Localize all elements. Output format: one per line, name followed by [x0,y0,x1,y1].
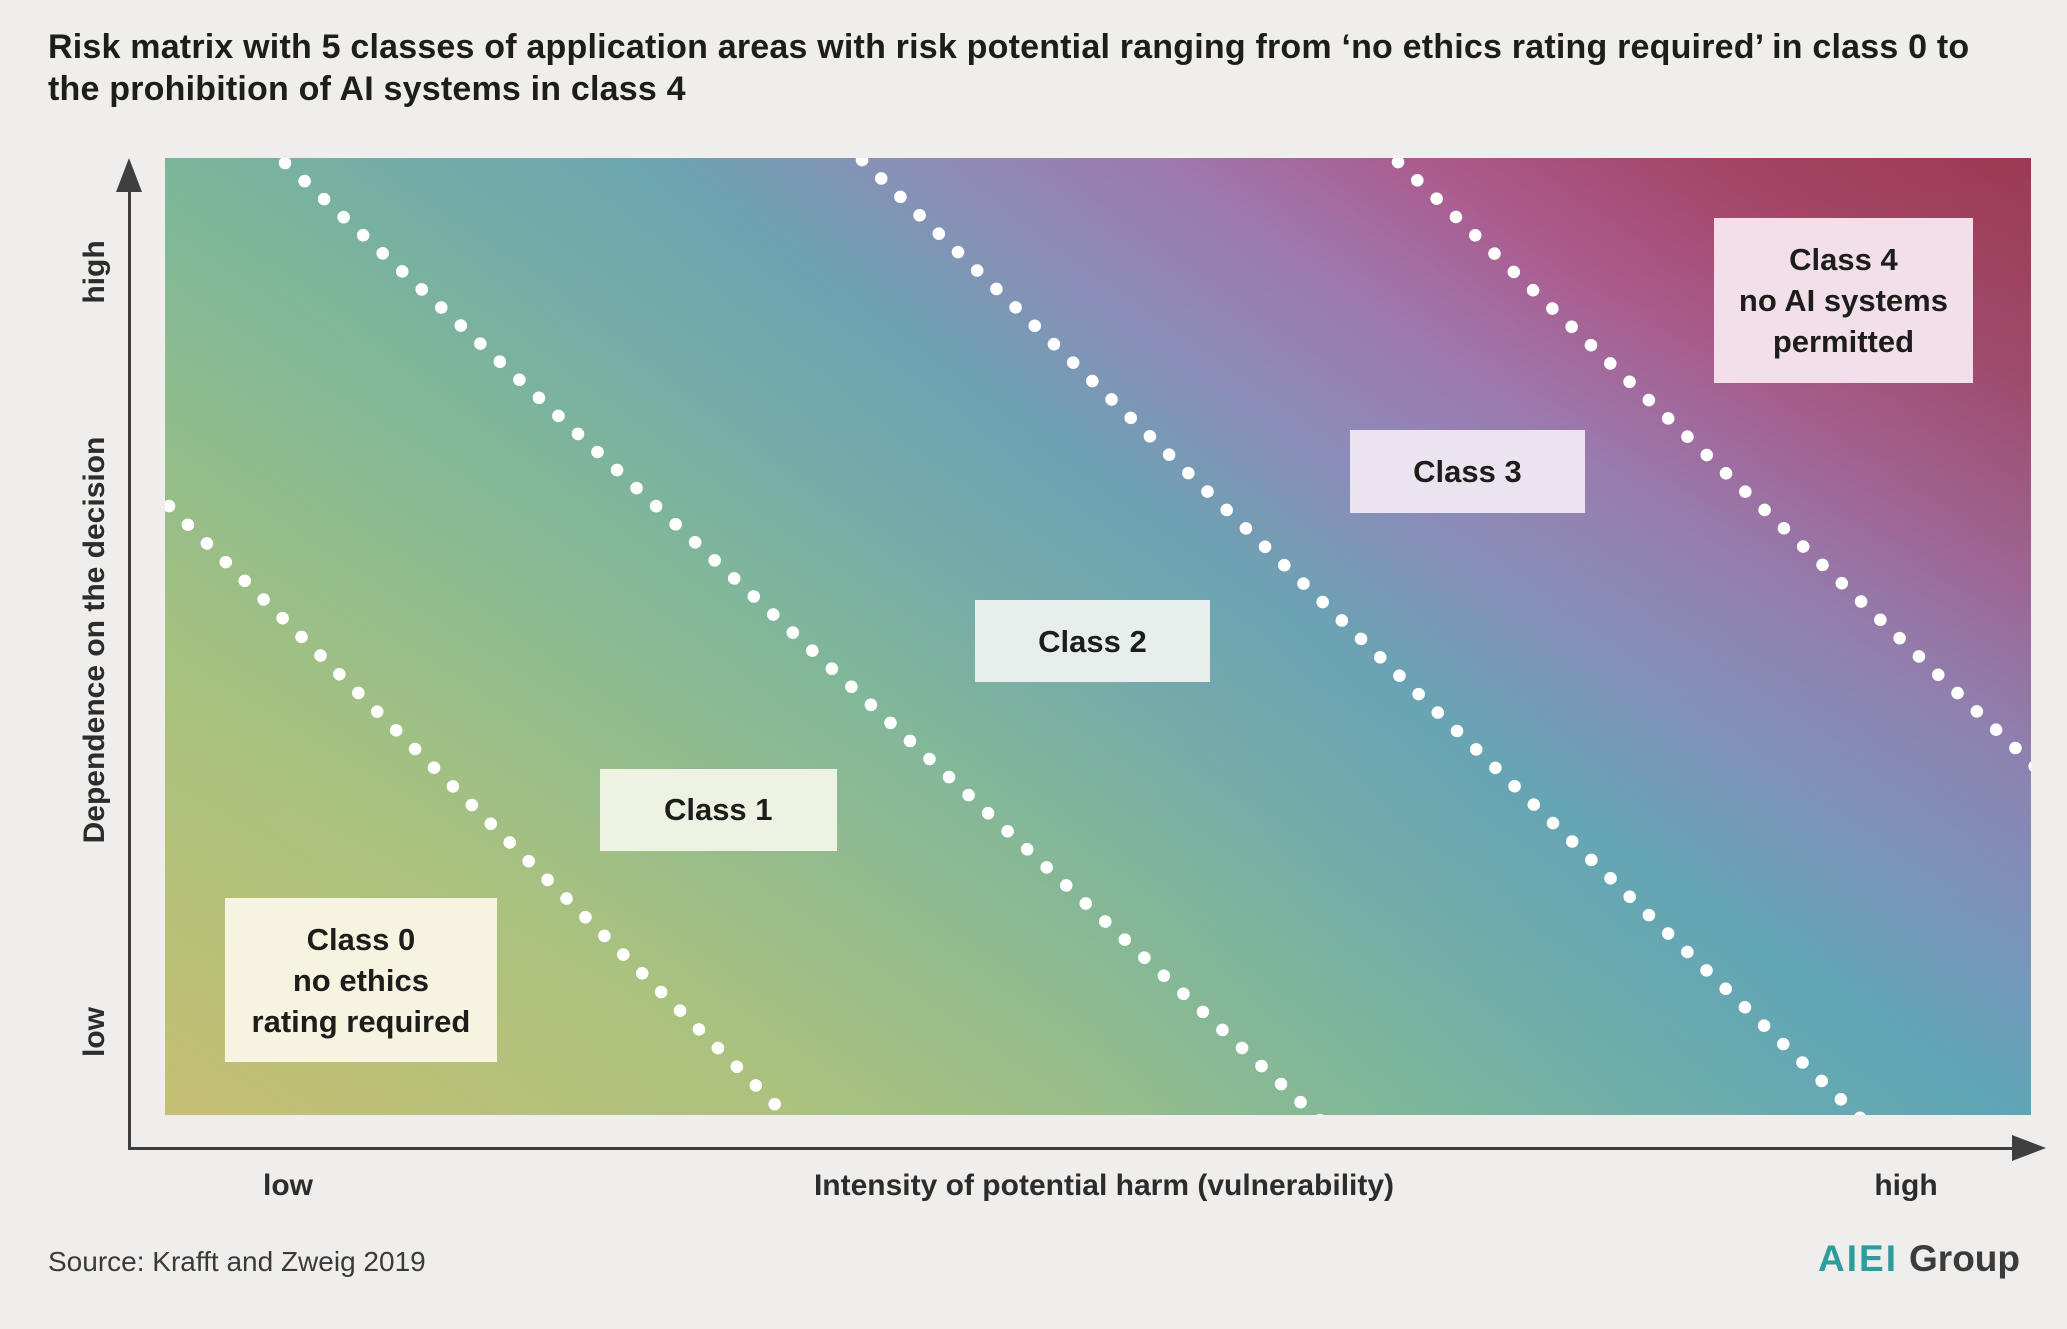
class-label-line: Class 4 [1789,242,1898,278]
y-axis-title: Dependence on the decision [78,436,111,844]
x-axis-arrowhead-icon [2012,1135,2046,1161]
brand-logo-aiei: AIEI [1818,1238,1899,1279]
class-label-box-3: Class 3 [1349,429,1586,514]
class-label-line: Class 1 [663,792,773,828]
class-label-line: rating required [251,1003,471,1039]
class-boundary-line-1 [278,158,1324,1115]
y-axis-line [128,186,131,1150]
class-label-line: Class 0 [306,921,416,957]
y-axis-arrowhead-icon [116,158,142,192]
x-axis-low-label: low [263,1169,313,1202]
class-label-line: permitted [1772,324,1915,360]
class-label-box-1: Class 1 [599,768,837,851]
class-label-line: no AI systems [1738,283,1948,319]
class-boundary-lines [165,158,2031,1115]
class-boundary-line-0 [165,499,795,1115]
class-boundary-line-2 [855,158,1867,1115]
class-label-box-0: Class 0 no ethics rating required [224,897,498,1063]
class-boundary-line-3 [1391,158,2031,772]
class-label-line: no ethics [292,962,429,998]
class-label-line: Class 3 [1413,453,1522,489]
risk-matrix-plot: Class 0 no ethics rating required Class 1 Cl… [165,158,2031,1115]
x-axis-title: Intensity of potential harm (vulnerabili… [813,1169,1395,1202]
brand-logo-group: Group [1909,1238,2020,1279]
class-label-box-4: Class 4 no AI systems permitted [1713,218,1974,383]
class-label-line: Class 2 [1038,623,1147,659]
figure-title: Risk matrix with 5 classes of applicatio… [48,28,1970,108]
x-axis-high-label: high [1874,1169,1938,1202]
x-axis-line [128,1147,2014,1150]
y-axis-low-label: low [78,1007,111,1057]
source-note: Source: Krafft and Zweig 2019 [48,1246,426,1277]
class-label-box-2: Class 2 [974,600,1210,683]
y-axis-high-label: high [78,240,111,304]
